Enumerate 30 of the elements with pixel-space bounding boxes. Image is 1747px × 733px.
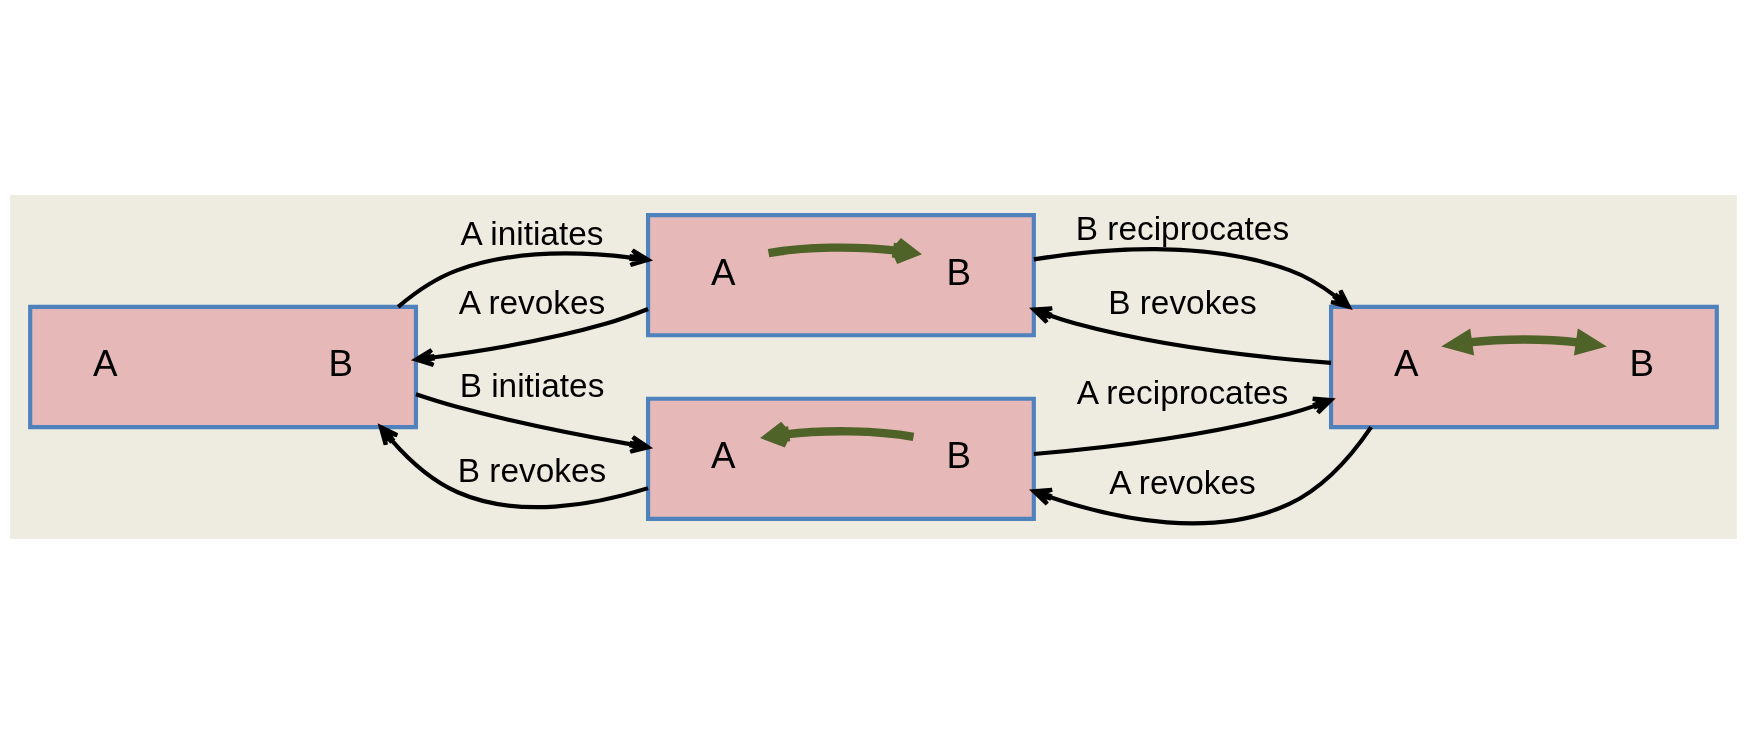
node-text: B [1629, 342, 1654, 384]
edge-label: A reciprocates [1076, 373, 1289, 411]
arrow [1033, 246, 1351, 309]
edge-label: B revokes [457, 451, 607, 489]
arrow [396, 247, 651, 308]
arrow [1031, 425, 1373, 525]
cluster [28, 304, 419, 429]
edge-label: A revokes [1109, 463, 1256, 501]
node-text: A [93, 342, 118, 384]
edge-label: A initiates [460, 214, 604, 252]
edge-label: B initiates [459, 366, 605, 404]
node-text: B [328, 342, 354, 384]
cluster [1328, 304, 1719, 429]
node-text: A [710, 434, 736, 476]
arrow [763, 420, 915, 448]
arrow [767, 236, 919, 264]
node-text: B [946, 434, 971, 476]
arrow [413, 306, 649, 367]
arrow [1033, 396, 1334, 456]
cluster [645, 396, 1036, 521]
node-text: B [946, 251, 971, 293]
node-text: A [710, 251, 736, 293]
edge-label: B revokes [1108, 283, 1257, 321]
edge-label: B reciprocates [1075, 209, 1290, 247]
node-text: A [1393, 342, 1419, 384]
arrow [415, 391, 651, 454]
arrow [1031, 305, 1332, 365]
cluster [645, 212, 1036, 337]
edge-label: A revokes [458, 283, 606, 321]
arrow [1441, 327, 1607, 355]
